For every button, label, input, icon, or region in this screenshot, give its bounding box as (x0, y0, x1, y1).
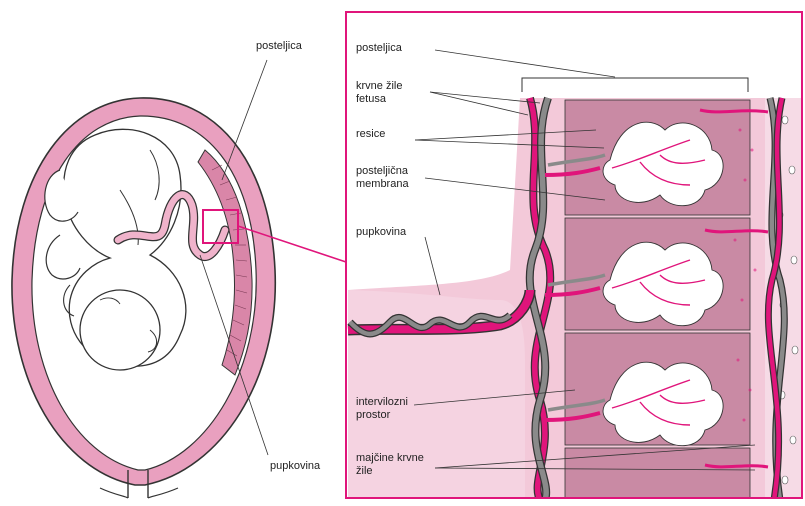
label-intervillous-space: intervilozni prostor (356, 396, 416, 422)
label-villi: resice (356, 128, 385, 141)
label-maternal-vessels: majčine krvne žile (356, 452, 436, 478)
label-placenta-right: posteljica (356, 42, 402, 55)
label-cord-left: pupkovina (270, 460, 320, 473)
label-cord-right: pupkovina (356, 226, 406, 239)
label-fetal-vessels: krvne žile fetusa (356, 80, 411, 106)
fetus-head (80, 290, 160, 370)
uterus-illustration (12, 98, 275, 498)
label-placenta-left: posteljica (256, 40, 302, 53)
label-placental-membrane: posteljična membrana (356, 165, 426, 191)
